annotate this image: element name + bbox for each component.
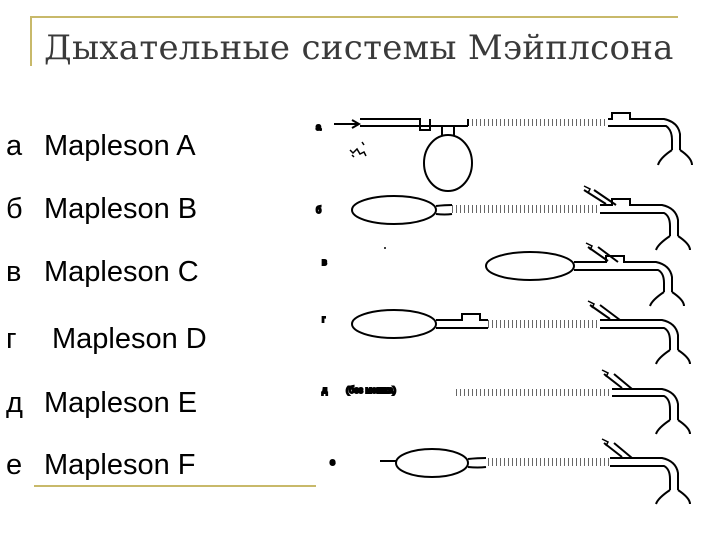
circuit-f-bag xyxy=(395,448,469,478)
item-name: Mapleson E xyxy=(44,387,198,419)
circuit-d-mask xyxy=(655,349,691,365)
circuit-d-valve xyxy=(436,313,488,321)
circuit-c: в xyxy=(321,242,685,307)
circuit-a-bag xyxy=(423,134,473,192)
circuit-f-mask xyxy=(655,489,691,505)
circuit-f-fresh-gas-inlet xyxy=(603,442,633,459)
circuit-c-mask xyxy=(649,291,685,307)
circuit-a-valve-and-elbow xyxy=(608,112,681,150)
circuit-a-label: а xyxy=(316,122,321,132)
list-item-mapleson-d: г Mapleson D xyxy=(6,323,207,356)
title-frame-top-rule xyxy=(30,16,678,18)
circuit-a-corrugated-tube xyxy=(468,119,608,126)
circuit-e-fresh-gas-inlet xyxy=(603,373,633,390)
list-item-mapleson-c: в Mapleson C xyxy=(6,256,199,289)
title-frame-left-rule xyxy=(30,16,32,66)
circuit-b-label: б xyxy=(316,205,321,215)
item-letter: г xyxy=(6,323,17,355)
circuit-f-corrugated-tube xyxy=(486,458,610,466)
circuit-d: г xyxy=(321,300,691,365)
item-name: Mapleson A xyxy=(44,130,196,162)
circuit-b-mask xyxy=(655,235,691,251)
circuit-c-bag xyxy=(485,251,575,281)
circuit-b-bag xyxy=(351,195,437,225)
item-name: Mapleson C xyxy=(44,256,199,288)
item-name: Mapleson B xyxy=(44,193,198,225)
item-letter: д xyxy=(6,387,23,419)
item-letter: е xyxy=(6,449,23,481)
circuit-d-corrugated-tube xyxy=(488,320,600,328)
slide-title: Дыхательные системы Мэйплсона xyxy=(44,28,674,68)
list-item-mapleson-f: е Mapleson F xyxy=(6,449,196,482)
circuit-d-label: г xyxy=(322,314,326,324)
circuit-e-label: д xyxy=(322,385,328,395)
item-letter: б xyxy=(6,193,23,225)
circuit-e-corrugated-tube xyxy=(456,389,612,396)
list-item-mapleson-a: а Mapleson A xyxy=(6,130,196,163)
circuit-f: е xyxy=(329,438,691,505)
circuit-d-bag xyxy=(351,309,437,339)
circuit-a-tube-left xyxy=(360,118,431,131)
circuit-b-corrugated-tube xyxy=(452,205,600,213)
circuit-c-label: в xyxy=(322,257,327,267)
circuit-e: д (без мешка) xyxy=(321,369,691,435)
item-name: Mapleson F xyxy=(44,449,196,481)
circuit-c-fresh-gas-inlet xyxy=(587,246,619,263)
list-item-mapleson-e: д Mapleson E xyxy=(6,387,197,420)
item-name: Mapleson D xyxy=(52,323,207,355)
bottom-accent-rule xyxy=(34,485,316,487)
circuit-a: а xyxy=(315,112,693,192)
gas-inflow-arrowhead xyxy=(351,119,362,129)
circuit-b: б xyxy=(315,185,691,251)
scribble-mark xyxy=(349,147,367,157)
item-letter: а xyxy=(6,130,23,162)
circuit-f-label: е xyxy=(330,457,335,467)
circuit-a-mask xyxy=(657,149,693,166)
circuit-e-mask xyxy=(655,419,691,435)
circuit-e-no-bag-note: (без мешка) xyxy=(346,385,396,395)
item-letter: в xyxy=(6,256,22,288)
circuit-d-fresh-gas-inlet xyxy=(589,304,621,321)
list-item-mapleson-b: б Mapleson B xyxy=(6,193,197,226)
